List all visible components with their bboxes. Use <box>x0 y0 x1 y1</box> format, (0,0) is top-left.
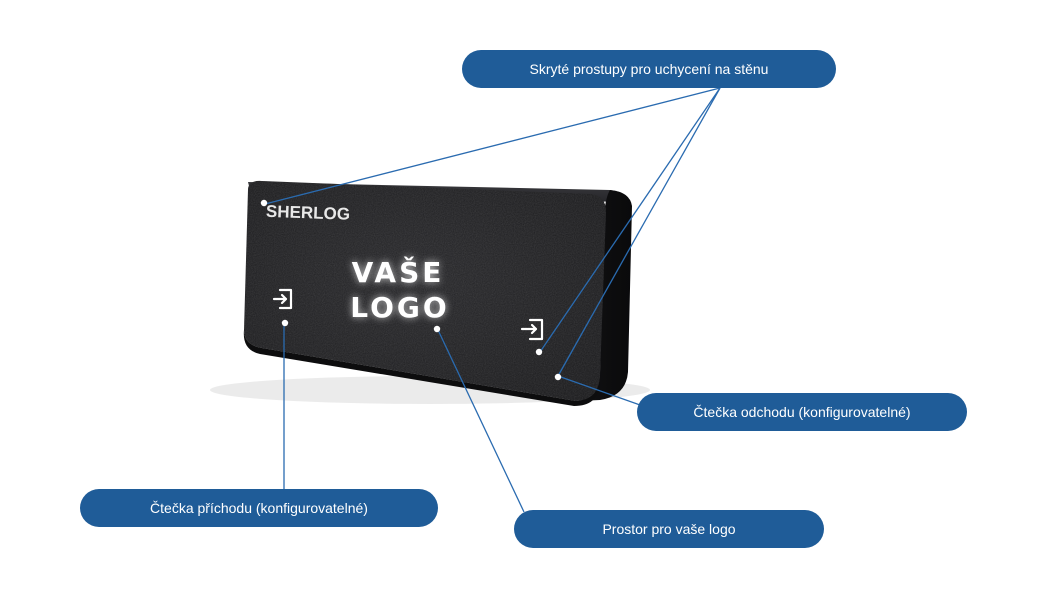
anchor-dot <box>260 199 268 207</box>
callout-wall-mount: Skryté prostupy pro uchycení na stěnu <box>462 50 836 88</box>
callout-entry-reader: Čtečka příchodu (konfigurovatelné) <box>80 489 438 527</box>
connector-lines <box>264 87 721 513</box>
login-icon <box>272 288 293 310</box>
logo-line2: LOGO <box>350 291 449 324</box>
login-icon <box>520 318 544 341</box>
anchor-dot <box>281 319 289 327</box>
anchor-dot <box>433 325 441 333</box>
device-side-face <box>578 190 632 401</box>
logo-line1: VAŠE <box>352 255 445 289</box>
anchor-dot <box>554 373 562 381</box>
anchor-dots <box>260 199 562 381</box>
anchor-dot <box>535 348 543 356</box>
device-texture <box>244 180 606 401</box>
callout-exit-reader: Čtečka odchodu (konfigurovatelné) <box>637 393 967 431</box>
callout-logo-space: Prostor pro vaše logo <box>514 510 824 548</box>
logo-placeholder: VAŠE LOGO <box>350 255 449 324</box>
brand-label: SHERLOG <box>266 202 351 224</box>
